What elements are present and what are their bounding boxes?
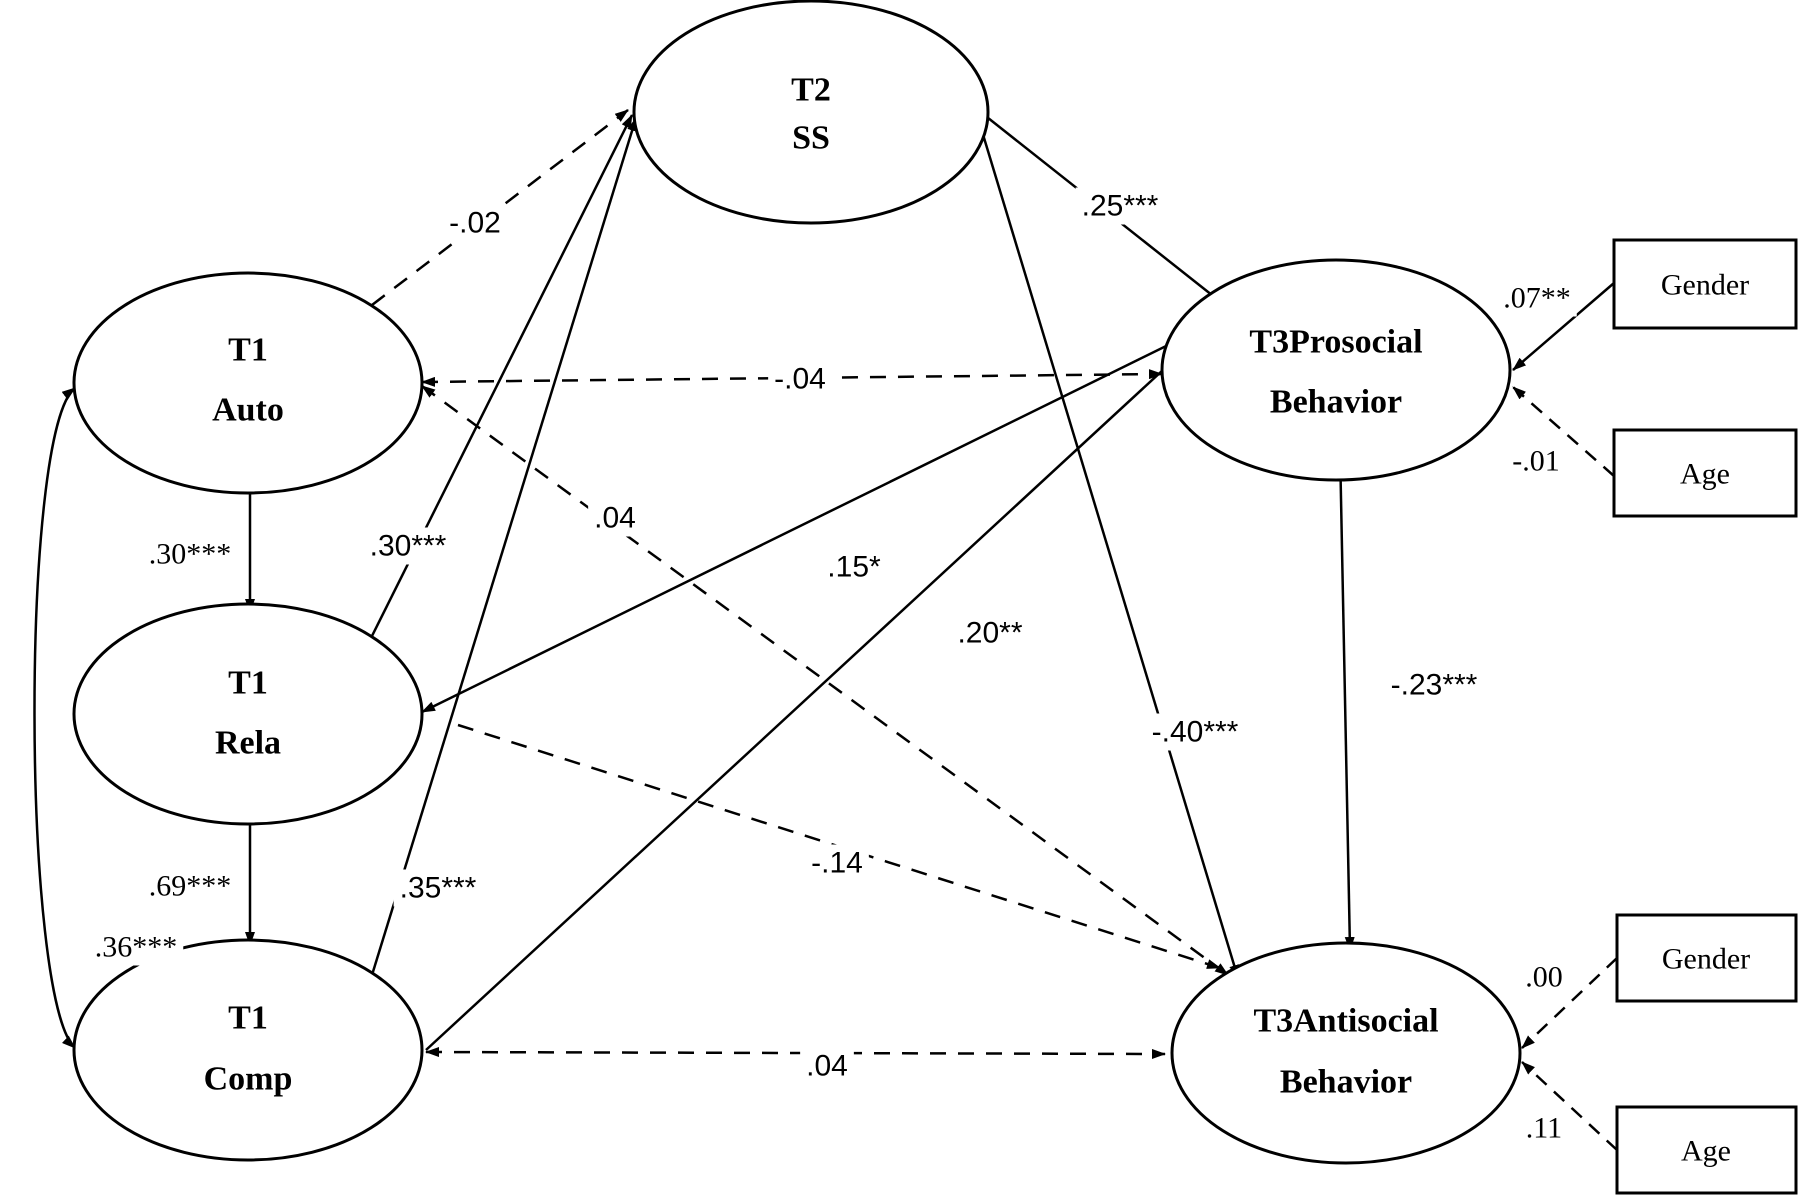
label-comp-prosocial: .20** bbox=[957, 617, 1022, 650]
label-halo bbox=[951, 614, 1029, 652]
node-t2-ss-line2: SS bbox=[792, 120, 830, 157]
label-halo bbox=[1506, 442, 1566, 480]
node-gender-prosocial: Gender bbox=[1612, 238, 1798, 330]
label-halo bbox=[443, 204, 507, 242]
label-corr-auto-comp: .36*** bbox=[95, 931, 178, 964]
node-t1-auto-line2: Auto bbox=[212, 392, 284, 429]
node-t3-antisocial: T3Antisocial Behavior bbox=[1170, 941, 1522, 1165]
label-comp-antisocial: .04 bbox=[806, 1050, 848, 1083]
node-t1-comp-line2: Comp bbox=[204, 1061, 293, 1098]
label-auto-antisocial: .04 bbox=[594, 502, 636, 535]
box-gender-2-label: Gender bbox=[1662, 943, 1750, 976]
node-t1-rela-line1: T1 bbox=[228, 665, 268, 702]
node-t1-rela: T1 Rela bbox=[72, 602, 424, 826]
box-age-1-label: Age bbox=[1680, 458, 1730, 491]
label-auto-prosocial: -.04 bbox=[774, 363, 826, 396]
path-gender-prosocial bbox=[1512, 282, 1615, 371]
coefficient-labels: -.02 .30*** .35*** .25*** -.40*** -.04 .… bbox=[95, 190, 1571, 1145]
path-gender-antisocial bbox=[1521, 957, 1618, 1049]
corr-auto-comp bbox=[33, 387, 76, 1049]
label-age-prosocial: -.01 bbox=[1512, 445, 1560, 478]
corr-prosocial-antisocial bbox=[1335, 447, 1355, 951]
label-halo bbox=[805, 844, 869, 882]
box-age-2-label: Age bbox=[1681, 1135, 1731, 1168]
path-ss-antisocial bbox=[976, 117, 1240, 979]
node-t2-ss-line1: T2 bbox=[791, 72, 831, 109]
label-halos bbox=[88, 187, 1577, 1147]
label-auto-ss: -.02 bbox=[449, 207, 501, 240]
label-ss-antisocial: -.40*** bbox=[1152, 716, 1239, 749]
node-age-antisocial: Age bbox=[1615, 1105, 1798, 1195]
node-t2-ss: T2 SS bbox=[632, 0, 990, 225]
node-t3-prosocial: T3Prosocial Behavior bbox=[1160, 258, 1512, 482]
box-gender-1-label: Gender bbox=[1661, 269, 1749, 302]
node-t3-prosocial-line2: Behavior bbox=[1270, 384, 1402, 421]
label-halo bbox=[393, 869, 483, 907]
label-halo bbox=[800, 1047, 854, 1085]
label-halo bbox=[1497, 279, 1577, 317]
label-halo bbox=[1519, 1109, 1569, 1147]
path-rela-prosocial bbox=[421, 320, 1216, 714]
label-halo bbox=[1075, 187, 1165, 225]
node-t1-auto: T1 Auto bbox=[72, 271, 424, 495]
label-halo bbox=[363, 527, 453, 565]
label-halo bbox=[1145, 713, 1245, 751]
label-rela-prosocial: .15* bbox=[827, 551, 881, 584]
node-t1-comp-line1: T1 bbox=[228, 1000, 268, 1037]
node-t3-antisocial-line1: T3Antisocial bbox=[1253, 1003, 1438, 1040]
node-t3-prosocial-line1: T3Prosocial bbox=[1249, 324, 1422, 361]
path-age-antisocial bbox=[1521, 1061, 1618, 1151]
label-halo bbox=[821, 548, 888, 586]
label-halo bbox=[588, 499, 642, 537]
path-comp-prosocial bbox=[425, 321, 1216, 1051]
label-corr-prosocial-antisocial: -.23*** bbox=[1391, 669, 1478, 702]
label-gender-antisocial: .00 bbox=[1525, 961, 1563, 994]
label-halo bbox=[1519, 958, 1569, 996]
label-rela-antisocial: -.14 bbox=[811, 847, 863, 880]
nodes: T2 SS T1 Auto T1 Rela T1 Comp T3Prosocia… bbox=[72, 0, 1798, 1195]
node-t1-auto-line1: T1 bbox=[228, 332, 268, 369]
node-t3-antisocial-line2: Behavior bbox=[1280, 1064, 1412, 1101]
label-corr-rela-comp: .69*** bbox=[149, 870, 232, 903]
node-t1-comp: T1 Comp bbox=[72, 938, 424, 1162]
node-gender-antisocial: Gender bbox=[1615, 913, 1798, 1003]
label-halo bbox=[142, 535, 238, 573]
label-halo bbox=[1384, 666, 1484, 704]
label-comp-ss: .35*** bbox=[400, 872, 477, 905]
label-corr-auto-rela: .30*** bbox=[149, 538, 232, 571]
label-rela-ss: .30*** bbox=[370, 530, 447, 563]
label-ss-prosocial: .25*** bbox=[1082, 190, 1159, 223]
node-age-prosocial: Age bbox=[1612, 428, 1798, 518]
path-comp-antisocial bbox=[425, 1047, 1166, 1059]
label-age-antisocial: .11 bbox=[1526, 1112, 1562, 1145]
label-halo bbox=[88, 928, 184, 966]
node-t1-rela-line2: Rela bbox=[215, 725, 281, 762]
label-gender-prosocial: .07** bbox=[1503, 282, 1571, 315]
label-halo bbox=[768, 360, 832, 398]
label-halo bbox=[142, 867, 238, 905]
